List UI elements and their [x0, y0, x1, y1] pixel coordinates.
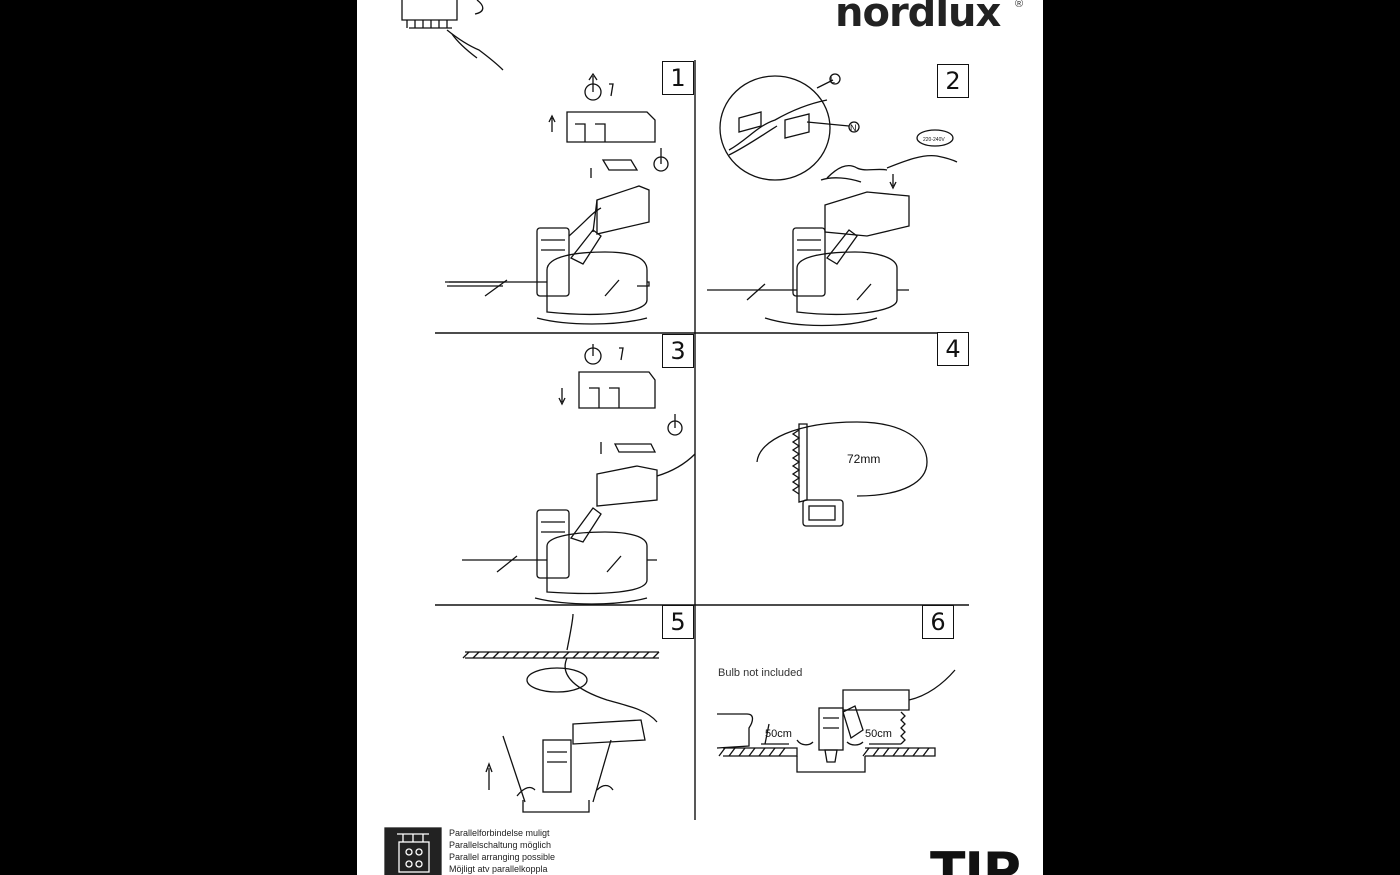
- parallel-connection-symbol: [384, 827, 442, 875]
- bulb-note: Bulb not included: [718, 667, 802, 679]
- step-6-number: 6: [922, 605, 954, 639]
- step-5-number: 5: [662, 605, 694, 639]
- step6-illustration: [716, 669, 956, 773]
- step3-illustration: [462, 344, 696, 605]
- step2-illustration: [707, 73, 958, 327]
- voltage-label: 220-240V: [923, 137, 945, 143]
- registered-mark: ®: [1015, 0, 1024, 10]
- step-1-number: 1: [662, 61, 694, 95]
- step5-illustration: [462, 613, 660, 813]
- cut-diameter-label: 72mm: [847, 452, 880, 466]
- clearance-right-label: 50cm: [865, 728, 892, 740]
- brand-logo: nordlux: [835, 0, 1001, 36]
- step4-illustration: [756, 421, 928, 527]
- parallel-note-en: Parallel arranging possible: [449, 852, 556, 862]
- l-terminal-label: L: [830, 75, 835, 85]
- step-4-number: 4: [937, 332, 969, 366]
- illustrations: L N 220-240V 72mm Bulb not included 50cm…: [384, 0, 969, 875]
- step-3-number: 3: [662, 334, 694, 368]
- clearance-left-label: 50cm: [765, 728, 792, 740]
- instruction-sheet: nordlux ®: [357, 0, 1043, 875]
- parallel-note-de: Parallelschaltung möglich: [449, 840, 552, 850]
- step1-illustration: [445, 72, 669, 325]
- terminal-hand-sketch: [401, 0, 504, 71]
- parallel-note-sv: Möjligt atv parallelkoppla: [449, 864, 548, 874]
- n-terminal-label: N: [850, 123, 857, 133]
- step-2-number: 2: [937, 64, 969, 98]
- parallel-note-da: Parallelforbindelse muligt: [449, 828, 550, 838]
- footer-mark: TIP: [930, 842, 1021, 875]
